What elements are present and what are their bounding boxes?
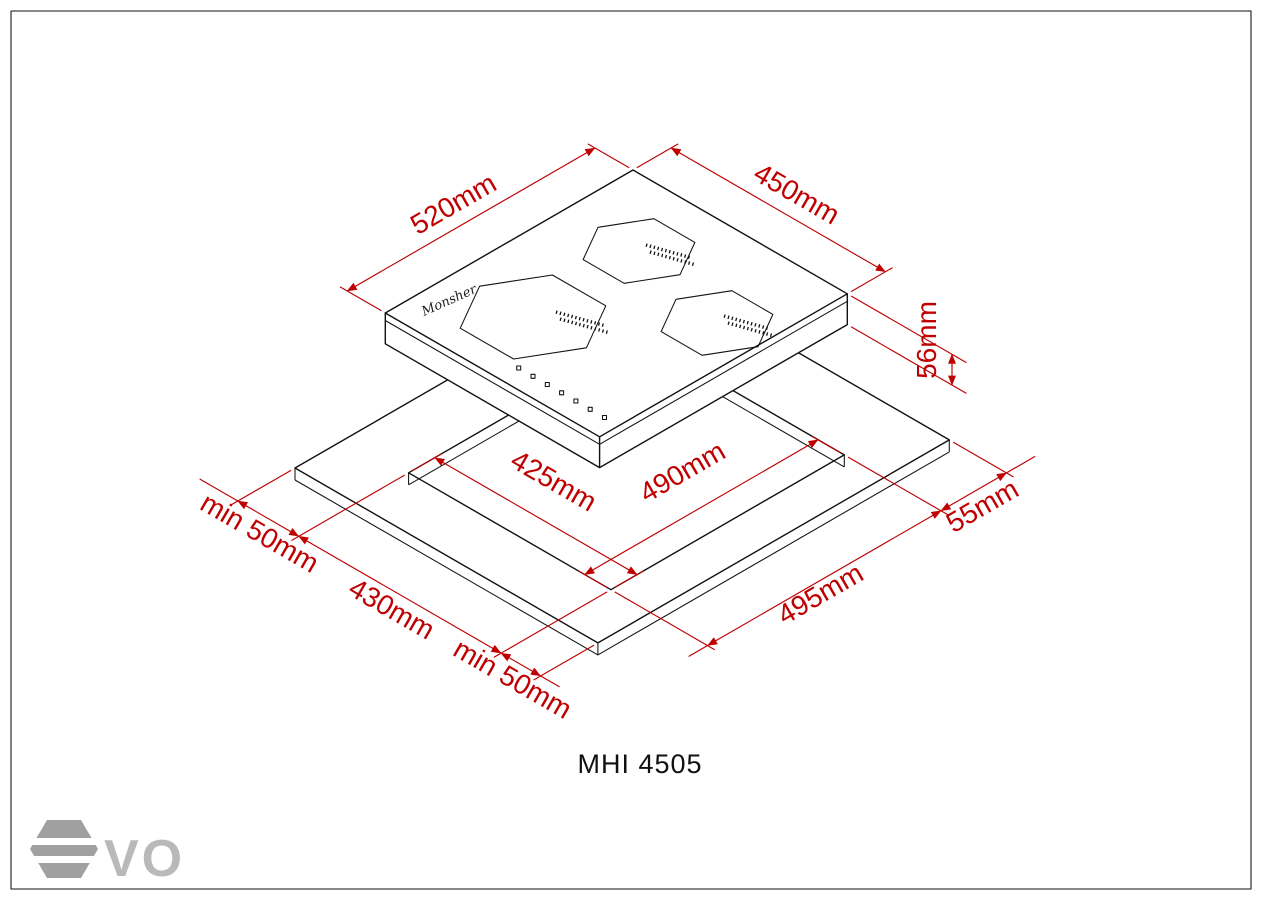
chain-overhangs (199, 478, 560, 688)
dimension-line (670, 147, 886, 273)
dimension-line-worktop-right (707, 510, 942, 646)
dimension-line-clearance-front (500, 652, 541, 677)
dim-label-hob-height: 56mm (911, 301, 942, 379)
control-key (573, 398, 579, 404)
extension-lines (850, 295, 967, 394)
extension-lines (578, 435, 841, 588)
control-key (530, 373, 536, 379)
control-panel (516, 365, 608, 421)
worktop-corner-edges (294, 439, 950, 655)
dimension-line (584, 439, 819, 576)
control-key (601, 414, 608, 421)
zone-hatch-left (555, 310, 611, 335)
dimension-line-clearance-back (237, 500, 300, 537)
dim-label-hob-depth: 450mm (749, 157, 845, 231)
evo-logo-mark (27, 820, 101, 878)
dimension-line-worktop-left (298, 535, 502, 654)
extension-lines (614, 441, 1014, 651)
evo-hexagon-slot (27, 838, 101, 845)
dimension-line-side-clearance (940, 472, 1007, 512)
extension-lines (230, 469, 608, 681)
chain-overhangs (688, 455, 1036, 657)
control-key (559, 390, 565, 396)
evo-logo-text: VO (104, 830, 185, 888)
evo-hexagon-slot (27, 856, 101, 863)
page-border (10, 10, 1252, 890)
dimension-hob-height-56: 56mm (850, 295, 967, 394)
control-key (587, 406, 593, 412)
dim-label-side-clearance: 55mm (941, 473, 1024, 539)
control-key (516, 365, 522, 371)
evo-hexagon (30, 820, 98, 878)
dim-label-worktop-right: 495mm (772, 557, 868, 631)
dim-label-worktop-left: 430mm (344, 572, 440, 646)
evo-logo: VO (27, 820, 185, 888)
model-label: MHI 4505 (577, 749, 702, 779)
cooking-zone-front (660, 290, 774, 356)
control-key (544, 381, 550, 388)
dimension-line (346, 147, 596, 292)
zone-hatch-marks (555, 243, 775, 338)
